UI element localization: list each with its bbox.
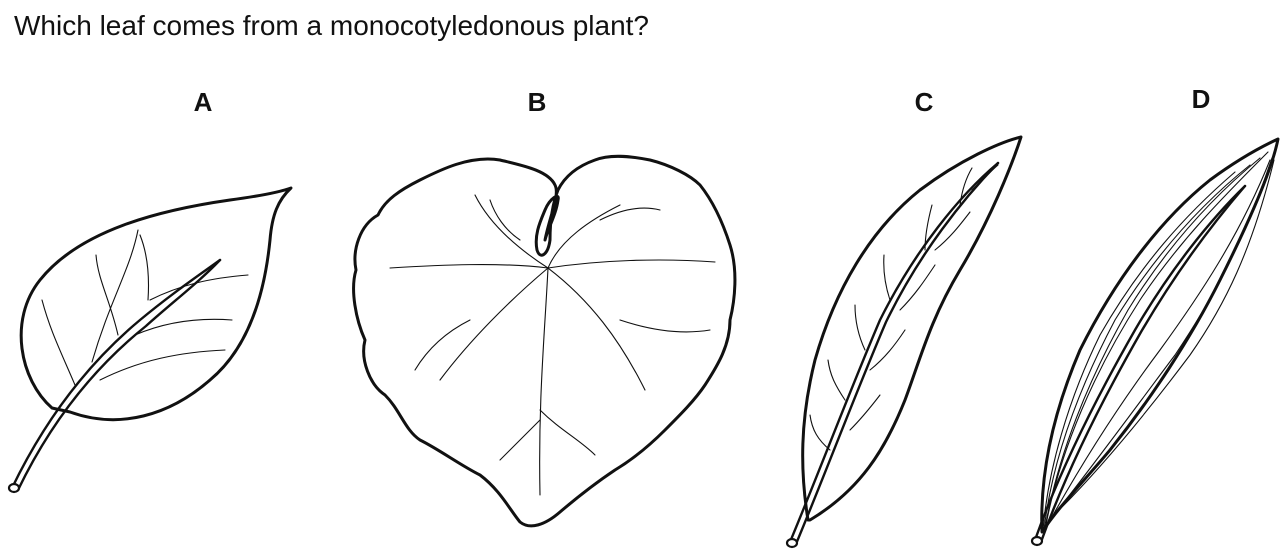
- leaf-a-outline: [19, 186, 293, 422]
- leaf-b[interactable]: [352, 154, 737, 528]
- leaf-d-outline: [1040, 137, 1280, 534]
- leaf-a-midrib-inner: [16, 258, 222, 492]
- leaf-b-outline: [352, 154, 737, 528]
- leaf-c[interactable]: [785, 135, 1023, 549]
- leaf-d-stalk-end: [1030, 535, 1044, 547]
- leaf-d[interactable]: [1030, 137, 1280, 547]
- leaf-a[interactable]: [7, 186, 293, 494]
- leaf-c-stalk-end: [785, 537, 799, 549]
- leaf-c-midrib: [788, 161, 1000, 544]
- leaf-a-stalk-end: [7, 482, 21, 494]
- option-label-c: C: [914, 87, 934, 117]
- option-label-a: A: [193, 87, 213, 117]
- leaf-d-midrib-inner: [1039, 184, 1247, 544]
- option-label-b: B: [527, 87, 547, 117]
- leaf-a-midrib: [10, 258, 222, 490]
- option-label-d: D: [1191, 84, 1211, 114]
- question-text: Which leaf comes from a monocotyledonous…: [14, 10, 649, 41]
- leaf-c-midrib-inner: [794, 161, 1000, 546]
- leaf-d-midrib: [1033, 184, 1247, 542]
- leaf-c-outline: [801, 135, 1023, 522]
